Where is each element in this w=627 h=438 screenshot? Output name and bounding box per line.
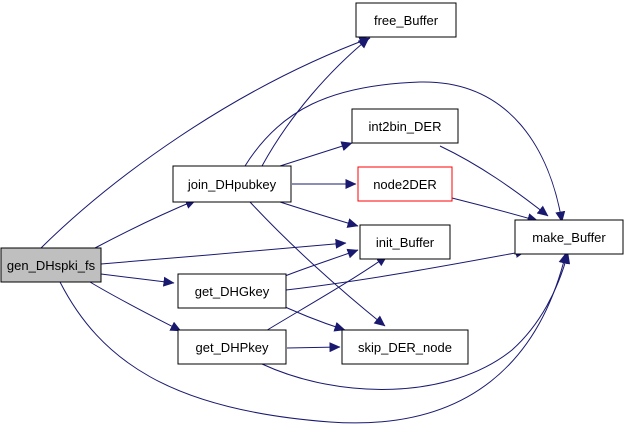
edge-node2der-to-make-buffer [451,197,539,223]
edge-gen-dhspki-fs-to-get-dhpkey [89,281,182,332]
node-box [177,273,287,309]
node-label: free_Buffer [374,13,439,28]
node-box [0,247,102,283]
nodes-layer: gen_DHspki_fs free_Buffer join_DHpubkey … [0,2,624,365]
node-box [341,329,469,365]
node-join-dhpubkey[interactable]: join_DHpubkey [172,165,292,203]
edge-gen-dhspki-fs-to-get-dhgkey [100,273,175,287]
node-init-buffer[interactable]: init_Buffer [359,224,451,260]
edge-get-dhpkey-to-skip-der-node [286,342,341,353]
node-node2der[interactable]: node2DER [357,166,453,202]
node-get-dhpkey[interactable]: get_DHPkey [177,329,287,365]
node-label: node2DER [373,177,437,192]
node-label: init_Buffer [376,235,435,250]
node-box [359,224,451,260]
node-free-buffer[interactable]: free_Buffer [355,2,457,38]
edge-get-dhpkey-to-make-buffer [261,252,571,390]
node-label: skip_DER_node [358,340,452,355]
edges-layer [40,36,571,424]
edge-join-dhpubkey-to-skip-der-node [249,201,386,327]
node-box [177,329,287,365]
node-gen-dhspki-fs[interactable]: gen_DHspki_fs [0,247,102,283]
node-skip-der-node[interactable]: skip_DER_node [341,329,469,365]
node-label: get_DHGkey [195,284,270,299]
node-label: get_DHPkey [196,340,269,355]
node-label: join_DHpubkey [187,177,277,192]
edge-int2bin-der-to-make-buffer [439,145,549,217]
edge-get-dhpkey-to-init-buffer [263,255,388,333]
node-box [172,165,292,203]
edge-gen-dhspki-fs-to-make-buffer [59,252,569,424]
edge-get-dhgkey-to-make-buffer [285,247,527,291]
edge-gen-dhspki-fs-to-join-dhpubkey [94,199,197,249]
node-make-buffer[interactable]: make_Buffer [514,219,624,255]
node-box [514,219,624,255]
node-box [357,166,453,202]
node-label: gen_DHspki_fs [7,258,96,273]
edge-join-dhpubkey-to-free-buffer [261,37,370,167]
node-int2bin-der[interactable]: int2bin_DER [351,108,459,144]
node-box [355,2,457,38]
node-box [351,108,459,144]
edge-gen-dhspki-fs-to-free-buffer [40,36,371,249]
edge-get-dhgkey-to-init-buffer [284,248,359,277]
edge-gen-dhspki-fs-to-init-buffer [100,238,347,265]
node-label: int2bin_DER [369,119,442,134]
edge-join-dhpubkey-to-init-buffer [279,201,359,228]
edge-join-dhpubkey-to-int2bin-der [279,141,353,167]
node-label: make_Buffer [532,230,606,245]
node-get-dhgkey[interactable]: get_DHGkey [177,273,287,309]
edge-join-dhpubkey-to-make-buffer [244,81,566,223]
